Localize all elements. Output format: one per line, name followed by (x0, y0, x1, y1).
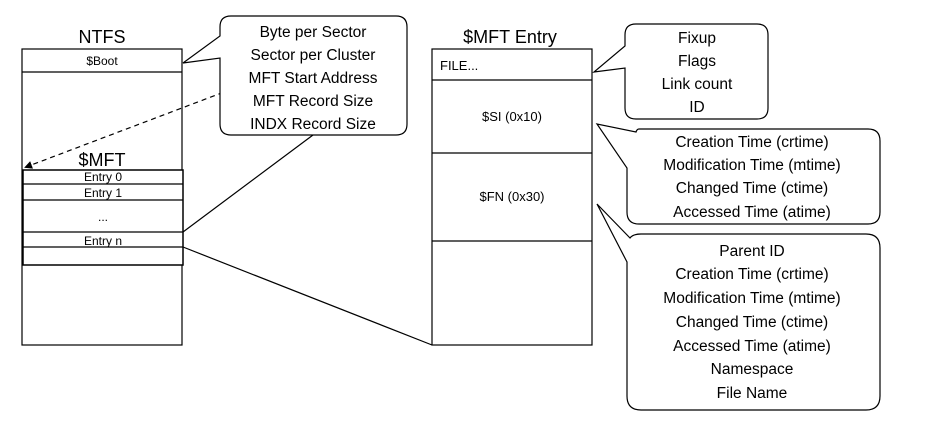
boot-field-4: INDX Record Size (250, 116, 376, 133)
mft-entry-n: Entry n (84, 234, 122, 248)
header-field-2: Link count (662, 76, 733, 93)
fn-attribute-label: $FN (0x30) (479, 189, 544, 204)
si-field-3: Accessed Time (atime) (673, 204, 831, 221)
fn-field-4: Accessed Time (atime) (673, 338, 831, 355)
ntfs-title: NTFS (79, 27, 126, 47)
boot-label: $Boot (86, 54, 118, 68)
fn-field-2: Modification Time (mtime) (663, 290, 840, 307)
si-callout (595, 123, 881, 225)
boot-field-0: Byte per Sector (260, 24, 367, 41)
header-callout (592, 23, 769, 120)
mft-entry-0: Entry 0 (84, 170, 122, 184)
si-attribute-label: $SI (0x10) (482, 109, 542, 124)
si-field-2: Changed Time (ctime) (676, 180, 828, 197)
mft-region (22, 169, 184, 266)
header-field-1: Flags (678, 53, 716, 70)
boot-field-1: Sector per Cluster (251, 47, 376, 64)
mft-entry-ellipsis: ... (98, 210, 108, 224)
header-field-3: ID (689, 99, 705, 116)
fn-field-1: Creation Time (crtime) (675, 266, 828, 283)
boot-callout (182, 15, 408, 136)
zoom-line-top (182, 134, 314, 233)
si-field-0: Creation Time (crtime) (675, 134, 828, 151)
mft-label: $MFT (79, 150, 126, 170)
boot-field-3: MFT Record Size (253, 93, 373, 110)
fn-field-3: Changed Time (ctime) (676, 314, 828, 331)
header-field-0: Fixup (678, 30, 716, 47)
fn-callout (596, 203, 881, 411)
zoom-line-bottom (182, 246, 433, 346)
mft-entry-1: Entry 1 (84, 186, 122, 200)
fn-field-0: Parent ID (719, 243, 784, 260)
mft-entry-box (431, 48, 593, 346)
boot-field-2: MFT Start Address (249, 70, 378, 87)
fn-field-5: Namespace (711, 361, 794, 378)
fn-field-6: File Name (717, 385, 788, 402)
mft-entry-title: $MFT Entry (463, 27, 557, 47)
si-field-1: Modification Time (mtime) (663, 157, 840, 174)
mft-start-arrow (24, 85, 241, 169)
entry-header-label: FILE... (440, 58, 478, 73)
